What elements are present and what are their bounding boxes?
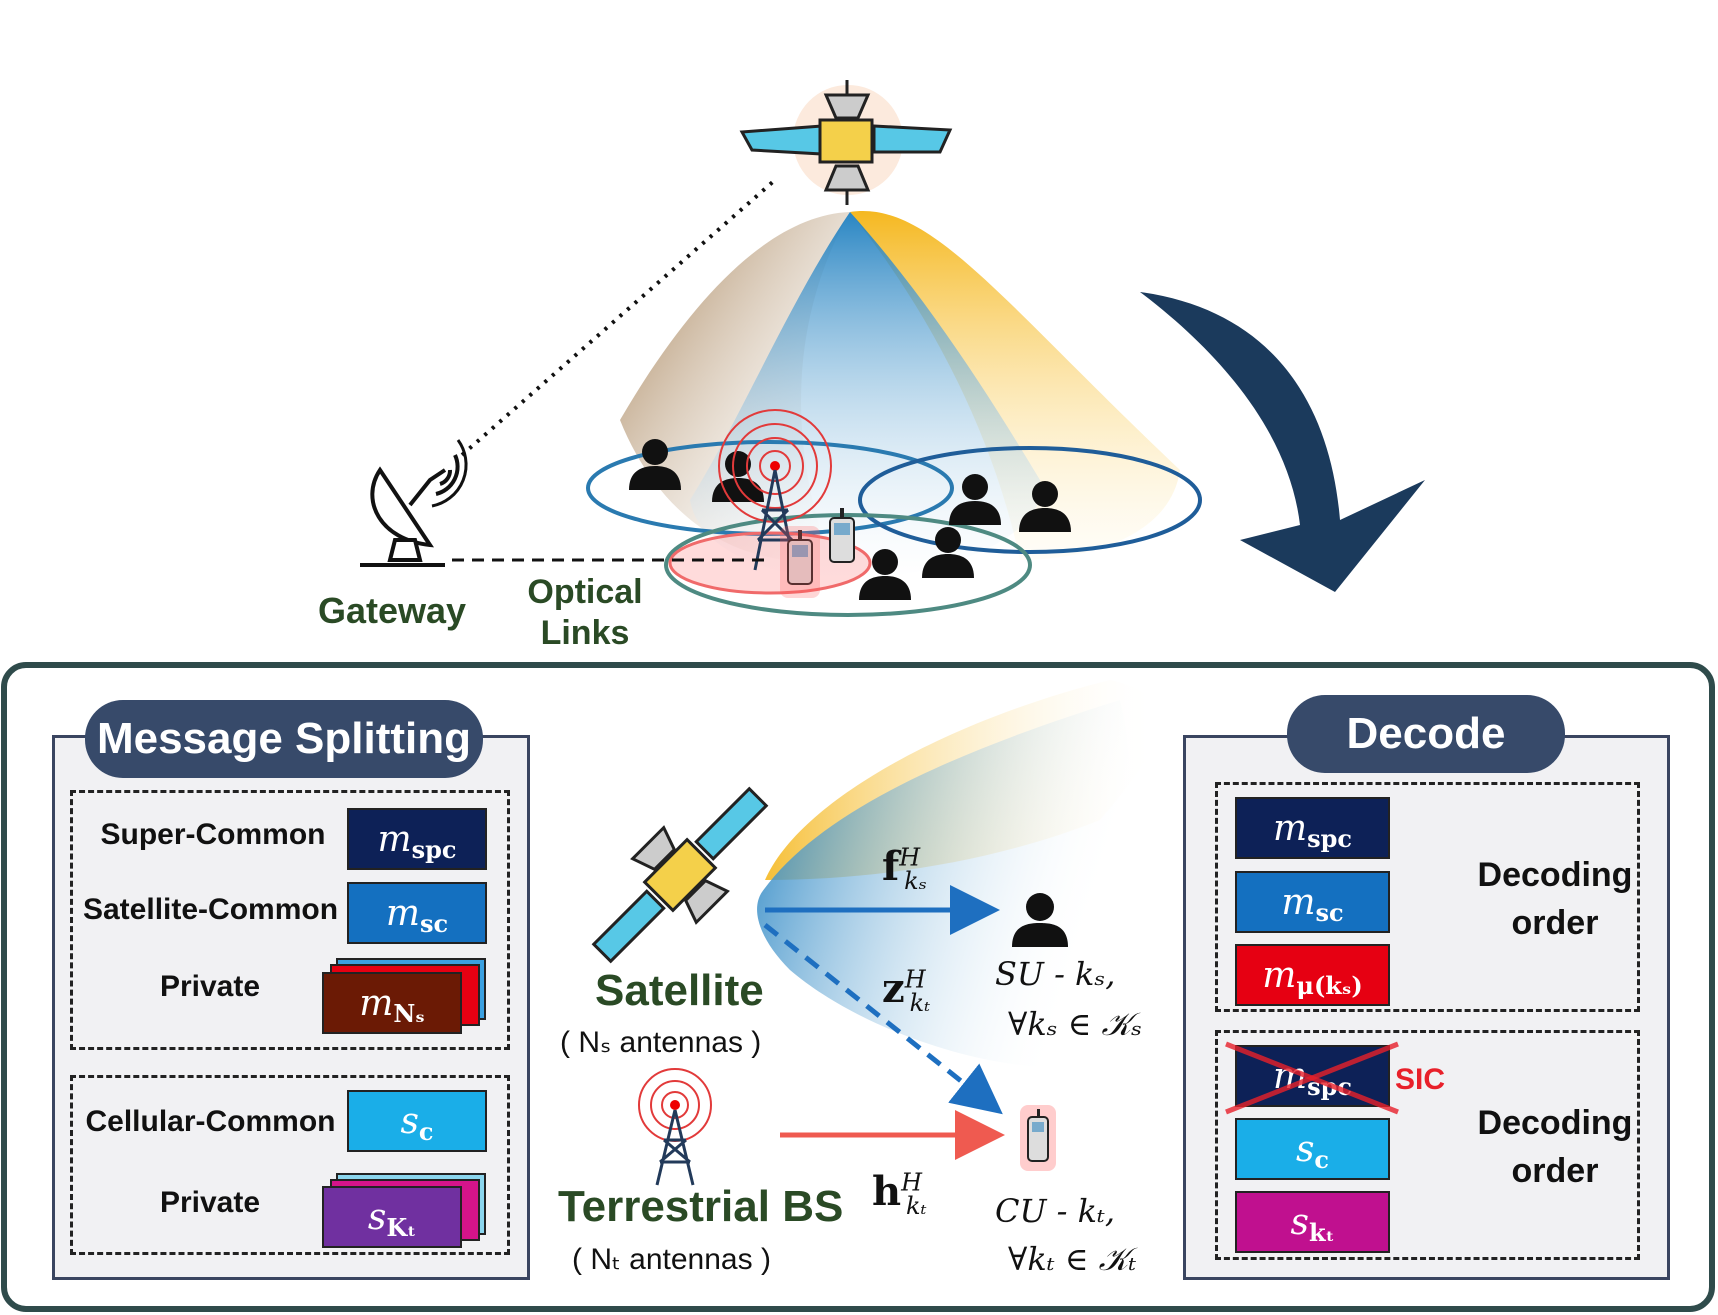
satellite-antennas-label: ( Nₛ antennas ) (560, 1026, 762, 1059)
satellite-icon-bottom (591, 786, 769, 964)
cu-decode-group (1215, 1030, 1640, 1260)
cellular-messages-group (70, 1075, 510, 1255)
base-station-tower-bottom (638, 1068, 712, 1186)
msg-subscript: spc (1307, 823, 1353, 853)
su-set-label: ∀kₛ ∈ 𝒦ₛ (1008, 1005, 1143, 1043)
msg-subscript: μ(kₛ) (1296, 970, 1363, 1000)
coverage-ellipse-bottom (664, 513, 1032, 617)
decode-title: Decode (1287, 695, 1565, 773)
h-sup: H (901, 1168, 923, 1197)
f-symbol: f (882, 843, 900, 890)
sic-cross-icon (1225, 1041, 1399, 1115)
row-label-satellite-common: Satellite-Common (82, 893, 339, 926)
bs-antennas-label: ( Nₜ antennas ) (572, 1243, 771, 1276)
msg-subscript: Nₛ (393, 998, 425, 1028)
message-splitting-title: Message Splitting (85, 700, 483, 778)
msg-symbol: m (1281, 881, 1316, 923)
z-channel-arrow (763, 923, 1003, 1115)
optical-links-label: Optical Links (527, 573, 643, 652)
msg-subscript: c (1314, 1144, 1330, 1174)
cu-phone-icon (1020, 1105, 1056, 1171)
msg-symbol: s (367, 1196, 387, 1238)
user-icons-top (629, 439, 1071, 600)
su-decode-group (1215, 782, 1640, 1012)
msg-symbol: m (1262, 954, 1297, 996)
su-user-icon (1012, 893, 1068, 947)
msg-subscript: spc (411, 834, 457, 864)
cell-coverage (668, 531, 872, 595)
cu-set-label: ∀kₜ ∈ 𝒦ₜ (1008, 1240, 1137, 1278)
h-channel-label: hHkₜ (872, 1168, 927, 1220)
satellite-beam-bottom (757, 680, 1160, 1068)
msg-subscript: c (418, 1116, 434, 1146)
msg-symbol: s (400, 1100, 419, 1142)
phone-icons-top (780, 508, 855, 598)
row-label-cellular-common: Cellular-Common (85, 1105, 336, 1138)
msg-subscript: sc (1315, 897, 1344, 927)
coverage-ellipse-right (858, 446, 1202, 554)
msg-subscript: kₜ (1308, 1217, 1335, 1247)
satellite-icon-top (739, 80, 953, 205)
row-label-private-cell: Private (159, 1186, 261, 1219)
satellite-messages-group (70, 790, 510, 1050)
h-symbol: h (872, 1168, 902, 1215)
satellite-beams (620, 211, 1180, 579)
decoding-order-label-su: Decoding order (1477, 856, 1633, 942)
f-sup: H (899, 843, 921, 872)
row-label-super-common: Super-Common (100, 818, 326, 851)
terrestrial-bs-label: Terrestrial BS (558, 1182, 844, 1231)
sic-label: SIC (1395, 1063, 1446, 1096)
su-label: SU - kₛ, (995, 955, 1116, 993)
z-symbol: z (882, 965, 905, 1012)
base-station-tower-top (718, 409, 832, 571)
msg-subscript: Kₜ (386, 1212, 417, 1242)
gateway-label: Gateway (318, 590, 467, 631)
msg-symbol: m (359, 982, 394, 1024)
gateway-dish-icon (360, 439, 468, 567)
f-channel-label: fHkₛ (882, 843, 927, 895)
decoding-order-label-cu: Decoding order (1477, 1104, 1633, 1190)
msg-symbol: s (1290, 1201, 1309, 1243)
z-sub: kₜ (909, 989, 931, 1017)
h-sub: kₜ (906, 1192, 927, 1220)
transition-arrow (1140, 292, 1425, 592)
f-sub: kₛ (904, 867, 927, 895)
satellite-label: Satellite (595, 966, 764, 1015)
row-label-private-sat: Private (159, 970, 261, 1003)
z-sup: H (904, 965, 926, 994)
msg-subscript: sc (420, 908, 449, 938)
msg-symbol: s (1295, 1128, 1315, 1170)
msg-symbol: m (1272, 807, 1308, 849)
cu-label: CU - kₜ, (995, 1192, 1116, 1230)
msg-symbol: m (377, 818, 412, 860)
msg-symbol: m (385, 892, 420, 934)
z-channel-label: zHkₜ (882, 965, 930, 1017)
